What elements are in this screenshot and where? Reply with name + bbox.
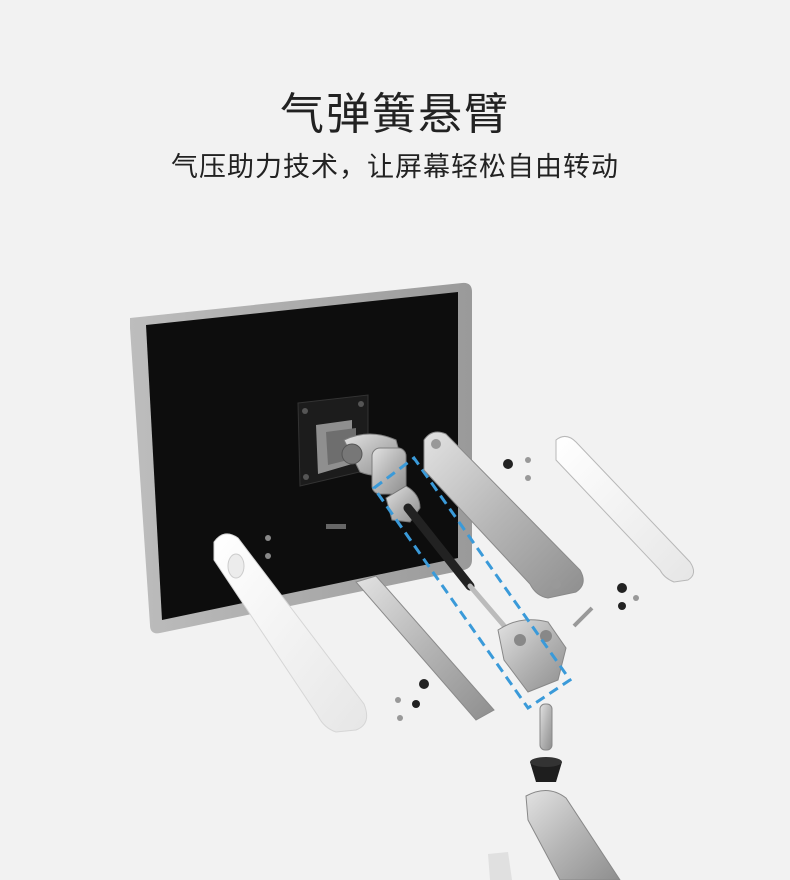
highlight-dashed-frame: [371, 455, 573, 711]
screws-and-washers: [265, 457, 639, 721]
lower-arm-bracket: [355, 575, 495, 721]
page-title: 气弹簧悬臂: [280, 89, 510, 140]
upper-arm-cover: [555, 436, 694, 583]
lower-arm-cover: [213, 533, 368, 733]
base-arm: [488, 790, 621, 880]
pivot-pin: [530, 703, 562, 782]
upper-arm-plate: [423, 431, 584, 599]
page-subtitle: 气压助力技术，让屏幕轻松自由转动: [171, 152, 619, 183]
gas-spring-assembly: [385, 485, 567, 693]
